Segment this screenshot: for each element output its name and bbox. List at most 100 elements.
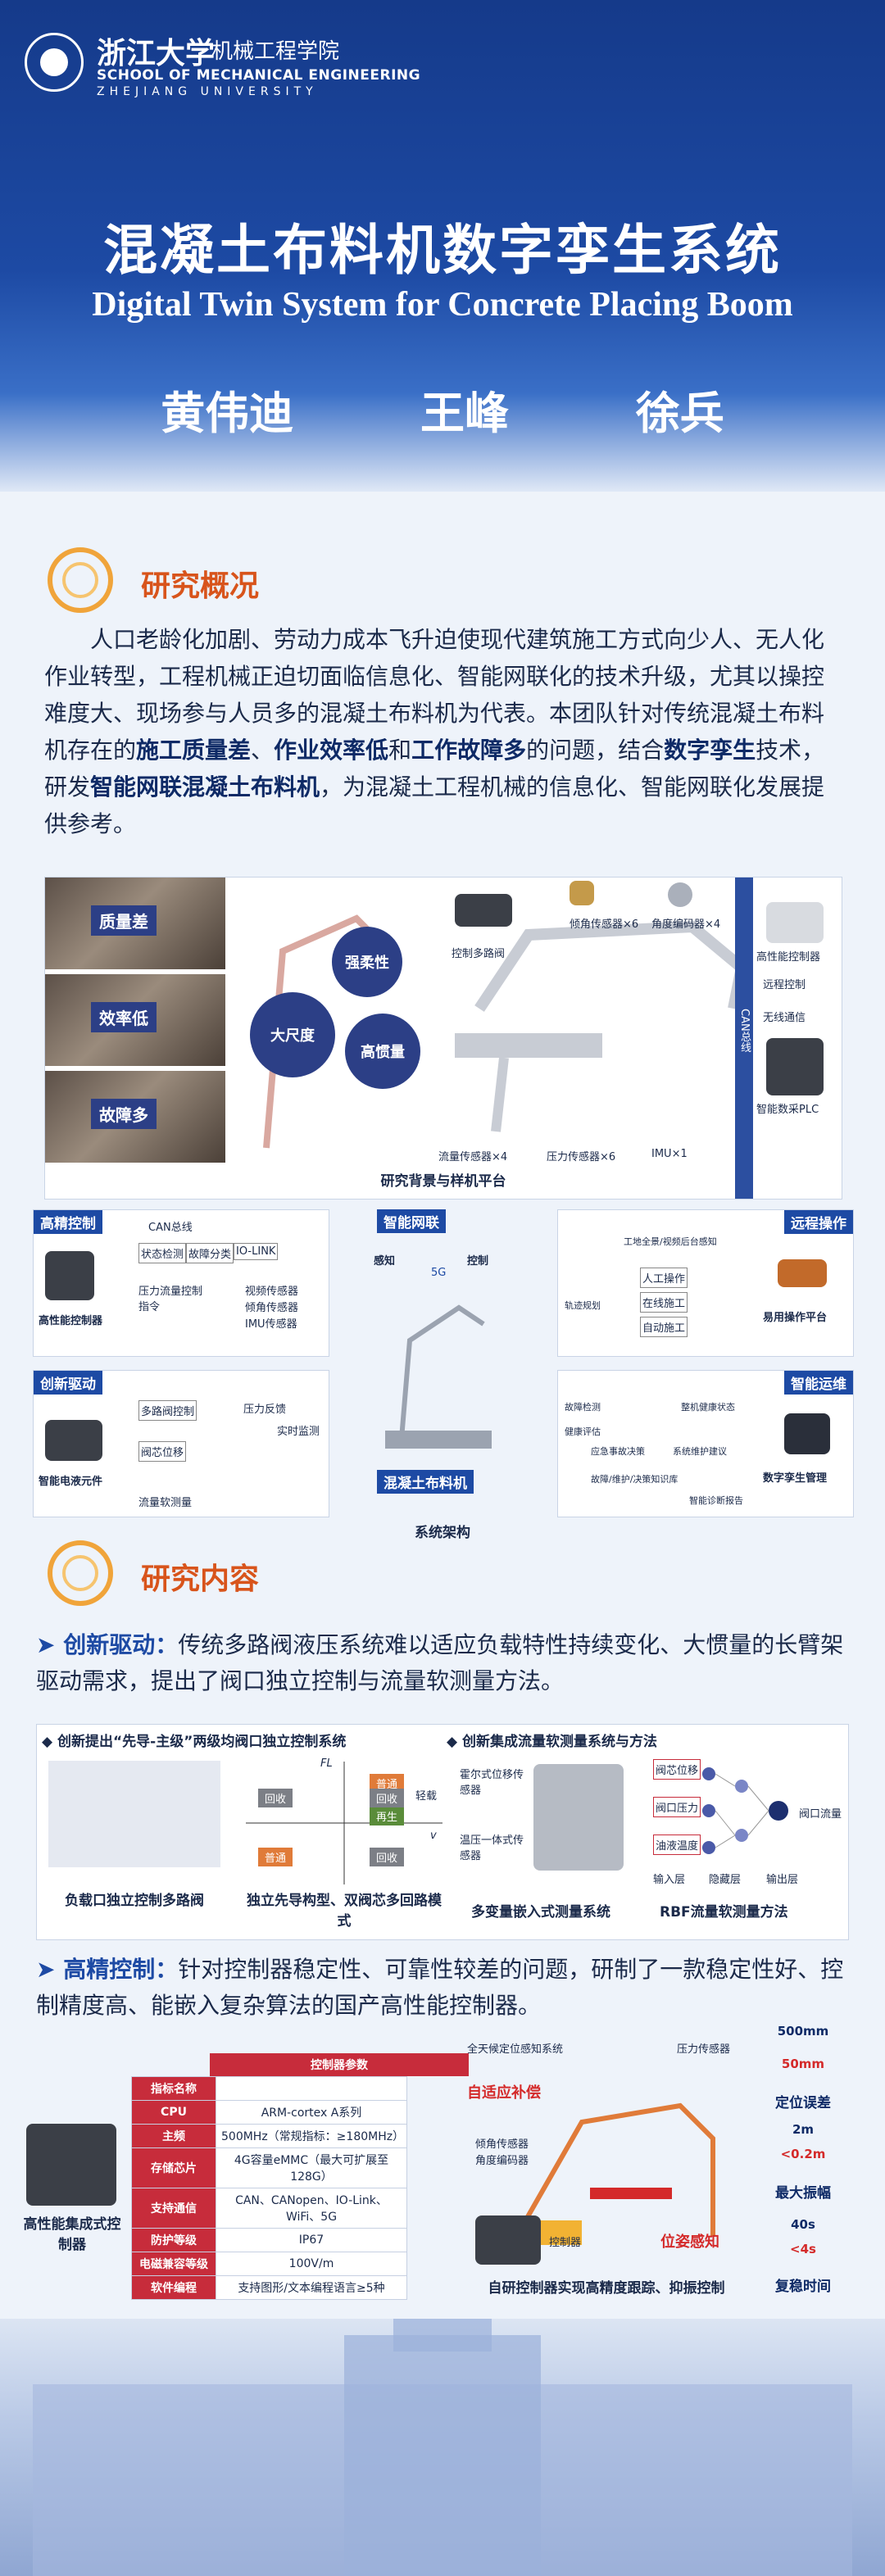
sensor-label: IMU×1 [651,1148,688,1160]
section-title-content: 研究内容 [141,1562,260,1596]
module-box: 故障/维护/决策知识库 [591,1474,678,1485]
ops-panel: 智能运维 故障检测 整机健康状态 健康评估 应急事故决策 系统维护建议 故障/维… [557,1370,854,1517]
sensor-label: 倾角传感器 [245,1302,299,1314]
figure-caption: RBF流量软测量方法 [660,1904,788,1921]
feature-bubble: 高惯量 [345,1014,420,1089]
fig-label: 自适应补偿 [467,2084,541,2102]
sensor-label: 压力传感器×6 [547,1151,616,1163]
quad-mode: 普通 [370,1774,405,1793]
building-silhouette [33,2319,852,2576]
module-box: 人工操作 [640,1268,688,1288]
section-ring-icon [48,547,113,613]
link-label: 无线通信 [763,1012,806,1024]
hp-control-panel: 高精控制 高性能控制器 CAN总线 状态检测 故障分类 IO-LINK 压力流量… [33,1209,329,1357]
figure-caption: 多变量嵌入式测量系统 [471,1904,610,1921]
fig-label: 角度编码器 [475,2155,529,2167]
device-label: 智能数采PLC [756,1104,819,1116]
module-box: 多路阀控制 [138,1400,197,1421]
fig-label: 压力传感器 [677,2043,731,2056]
section-title-overview: 研究概况 [141,569,260,603]
monitor-icon [784,1413,830,1454]
quad-mode: 普通 [258,1848,293,1866]
measurement-device-icon [533,1764,624,1871]
module-box: 自动施工 [640,1317,688,1337]
module-box: 阀芯位移 [138,1441,187,1462]
metric-top: 500mm [777,2024,829,2039]
poster-title-cn: 混凝土布料机数字孪生系统 [103,219,782,282]
quad-mode: 回收 [370,1848,405,1866]
module-box: 系统维护建议 [673,1446,727,1457]
problem-label: 质量差 [91,905,157,936]
arrow-label: 感知 [374,1255,396,1268]
panel-title: 智能运维 [784,1371,853,1395]
axis-label: v [430,1830,437,1842]
spec-key: 存储芯片 [131,2147,216,2188]
fig-label: 控制器 [549,2237,582,2249]
layer-label: 输出层 [766,1874,799,1886]
metric-top: 2m [792,2122,815,2137]
nn-input: 阀口压力 [653,1797,701,1817]
sensor-label: 流量传感器×4 [438,1151,508,1163]
author-name: 徐兵 [635,388,724,439]
bullet-precision: ➤ 高精控制：针对控制器稳定性、可靠性较差的问题，研制了一款稳定性好、控制精度高… [36,1956,844,2019]
device-label: 数字孪生管理 [763,1472,828,1485]
sensor-label: 视频传感器 [245,1286,299,1298]
fig-label: 全天候定位感知系统 [467,2043,564,2056]
figure-caption: 自研控制器实现高精度跟踪、抑振控制 [488,2280,725,2297]
device-label: 易用操作平台 [763,1312,828,1324]
authors: 黄伟迪 王峰 徐兵 [0,377,885,442]
fig-label: 倾角传感器 [475,2138,529,2151]
spec-value: ARM-cortex A系列 [216,2100,407,2125]
axis-label: FL [320,1757,333,1770]
module-box: 压力流量控制指令 [138,1286,203,1313]
spec-value: 4G容量eMMC（最大可扩展至128G） [216,2147,407,2188]
innovation-panel: 创新驱动 智能电液元件 多路阀控制 压力反馈 阀芯位移 流量软测量 [33,1370,329,1517]
sensor-label: 霍尔式位移传感器 [460,1769,524,1797]
fig-label: 位姿感知 [660,2234,719,2251]
module-box: 故障检测 [565,1402,601,1413]
panel-title: 远程操作 [784,1210,853,1234]
spec-value [216,2076,407,2101]
module-box: IO-LINK [234,1243,279,1260]
boom-title: 混凝土布料机 [377,1470,474,1494]
spec-key: 指标名称 [131,2076,216,2101]
can-bus-bar [735,878,753,1199]
university-name-cn: 浙江大学 [97,36,216,70]
spec-key: 支持通信 [131,2188,216,2229]
signal-icon: 5G [431,1267,447,1279]
layer-label: 输入层 [653,1874,686,1886]
problem-label: 效率低 [91,1002,157,1032]
plc-device-icon [766,1038,824,1095]
module-box: 故障分类 [186,1243,234,1263]
quad-mode: 回收 [370,1789,405,1807]
arrow-label: 控制 [467,1255,489,1268]
valve-device-icon [45,1420,102,1461]
module-box: 智能诊断报告 [689,1495,743,1506]
metric-bottom: <4s [790,2242,816,2256]
boom-truck-icon [385,1304,492,1449]
background-figure: 质量差 效率低 故障多 强柔性 大尺度 高惯量 控制多路阀 倾角传感器×6 角度… [44,877,842,1200]
metric-name: 最大振幅 [775,2185,831,2202]
module-box: 压力反馈 [243,1404,287,1416]
sensor-label: 倾角传感器×6 [570,918,639,931]
network-title: 智能网联 [377,1209,446,1233]
metric-name: 定位误差 [775,2095,831,2111]
logo-emblem-icon [40,48,68,76]
spec-value: 支持图形/文本编程语言≥5种 [216,2275,407,2300]
module-box: 健康评估 [565,1426,601,1437]
figure-caption: 系统架构 [415,1525,470,1541]
nn-input: 油液温度 [653,1834,701,1855]
module-box: 应急事故决策 [591,1446,645,1457]
quad-mode: 再生 [370,1807,405,1825]
poster-header: 浙江大学 机械工程学院 SCHOOL OF MECHANICAL ENGINEE… [0,0,885,492]
spec-key: 软件编程 [131,2275,216,2300]
architecture-figure: 高精控制 高性能控制器 CAN总线 状态检测 故障分类 IO-LINK 压力流量… [33,1209,854,1541]
module-box: 工地全景/视频后台感知 [624,1236,717,1247]
spec-key: 防护等级 [131,2228,216,2252]
tilt-sensor-icon [570,881,594,905]
bullet-arrow-icon: ➤ [36,1631,64,1658]
quadrant-axes [246,1762,442,1884]
sensor-label: 角度编码器×4 [651,918,721,931]
controller-device-icon [766,902,824,943]
operator-console-icon [778,1259,827,1287]
